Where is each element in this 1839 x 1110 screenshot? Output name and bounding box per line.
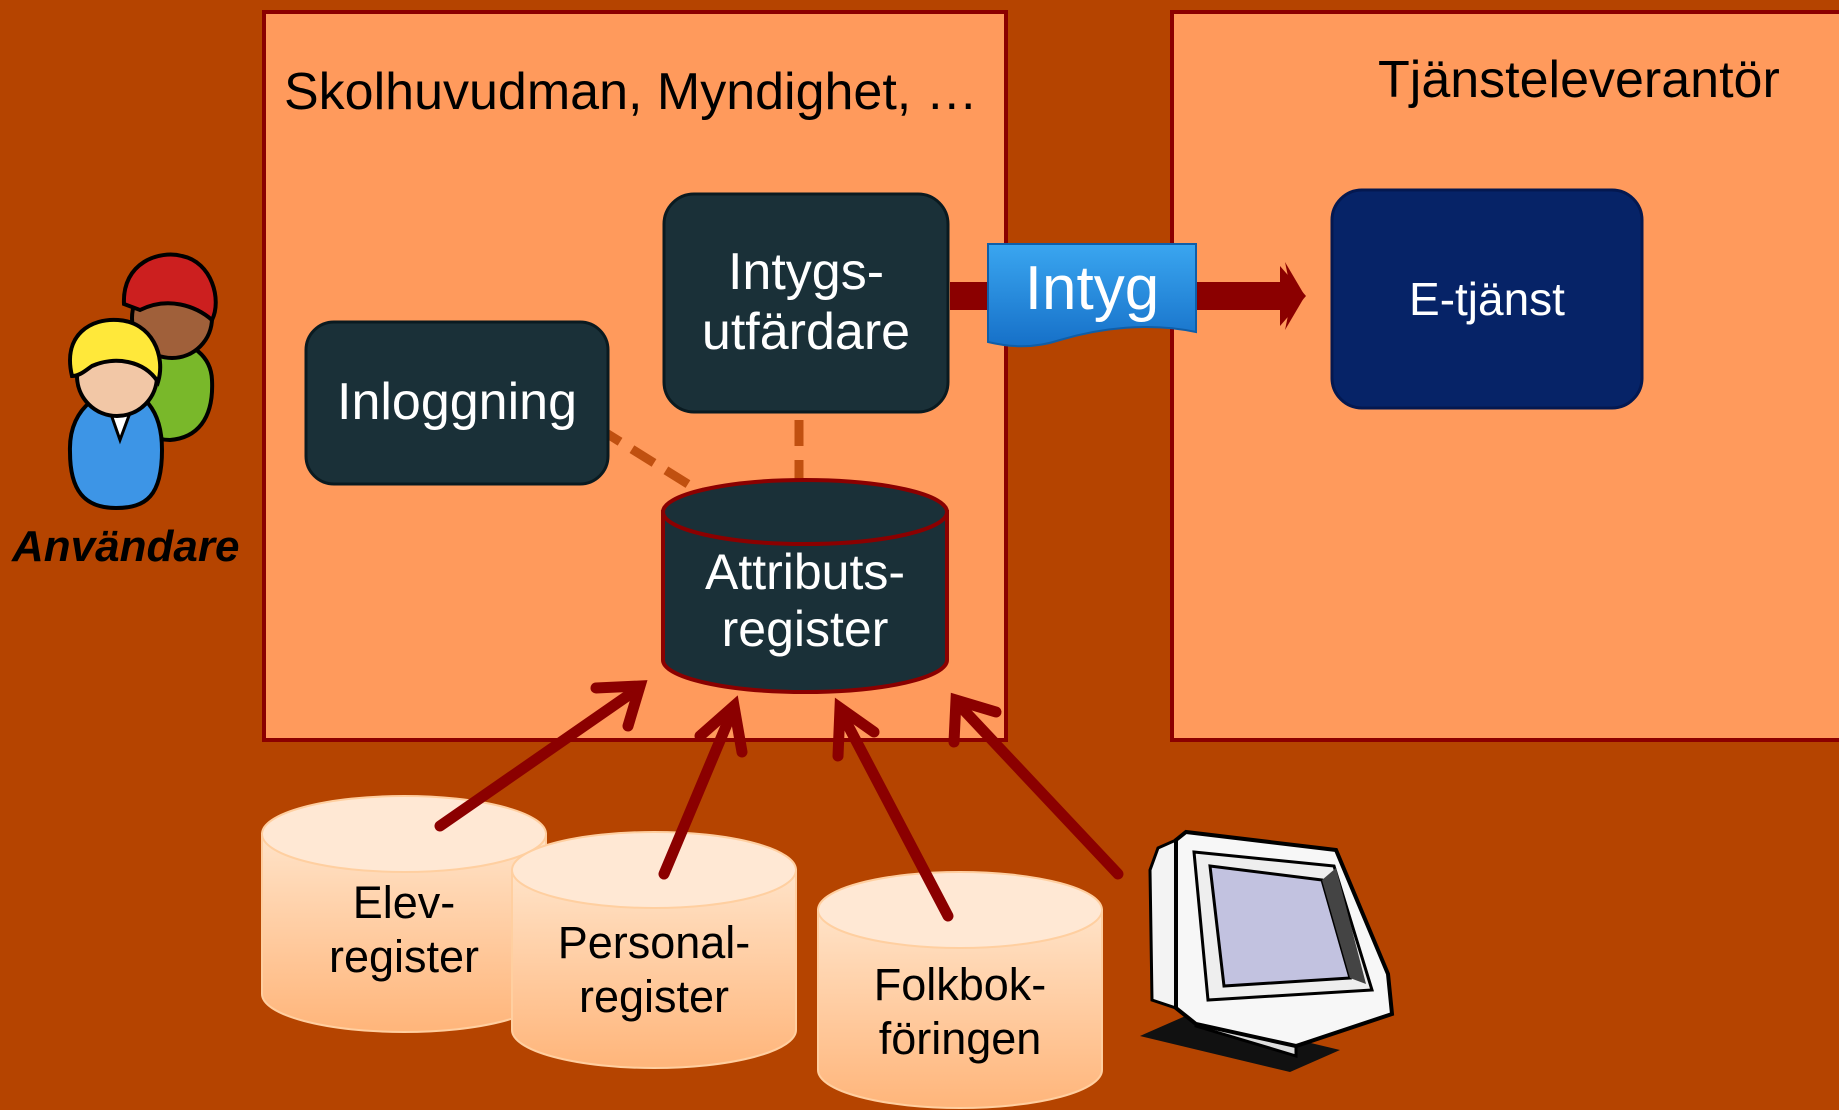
eservice-box-label: E-tjänst (1332, 190, 1642, 408)
arrow-personal-to-registry (658, 706, 738, 880)
source-label-folkbok: Folkbok- föringen (818, 952, 1102, 1072)
attribute-registry-cylinder (661, 478, 949, 694)
registry-label-line2: register (721, 601, 889, 657)
source-elev-line1: Elev- (352, 877, 456, 928)
arrowhead-terminal (948, 692, 1002, 748)
login-box (304, 320, 610, 486)
eservice-box (1330, 188, 1644, 410)
source-personal-line1: Personal- (557, 917, 751, 968)
arrowhead-folkbok (832, 697, 880, 762)
source-cylinder-personal (511, 831, 797, 1069)
registry-label-line1: Attributs- (704, 543, 906, 600)
attribute-registry-label: Attributs- register (663, 536, 947, 666)
feed-arrows (434, 680, 1124, 922)
source-label-elev: Elev- register (262, 870, 546, 990)
source-elev-line2: register (328, 931, 480, 982)
zone-right-title: Tjänsteleverantör (1378, 51, 1780, 109)
arrowhead-elev (590, 680, 648, 732)
document-label: Intyg (988, 244, 1196, 334)
document-icon (987, 243, 1197, 348)
source-folkbok-line1: Folkbok- (873, 959, 1047, 1010)
arrow-elev-to-registry (434, 684, 642, 832)
source-label-personal: Personal- register (512, 910, 796, 1030)
document-label-text: Intyg (1024, 254, 1160, 324)
arrowhead-personal (694, 695, 748, 758)
login-label: Inloggning (337, 373, 577, 432)
source-cylinder-elev (261, 795, 547, 1033)
issuer-box-label: Intygs- utfärdare (664, 194, 948, 412)
issuer-label-line1: Intygs- (727, 243, 885, 302)
source-cylinder-folkbok (817, 871, 1103, 1109)
arrow-folkbok-to-registry (836, 708, 954, 922)
issuer-label-line2: utfärdare (701, 303, 911, 361)
zone-left-title: Skolhuvudman, Myndighet, … (284, 63, 978, 121)
users-icon (67, 252, 218, 511)
source-folkbok-line2: föringen (878, 1013, 1042, 1064)
arrow-terminal-to-registry (954, 700, 1124, 880)
source-personal-line2: register (578, 971, 730, 1022)
computer-terminal-icon (1140, 829, 1395, 1072)
eservice-label: E-tjänst (1409, 272, 1565, 325)
issuer-box (662, 192, 950, 414)
login-box-label: Inloggning (306, 322, 608, 484)
users-label: Användare (12, 522, 240, 571)
